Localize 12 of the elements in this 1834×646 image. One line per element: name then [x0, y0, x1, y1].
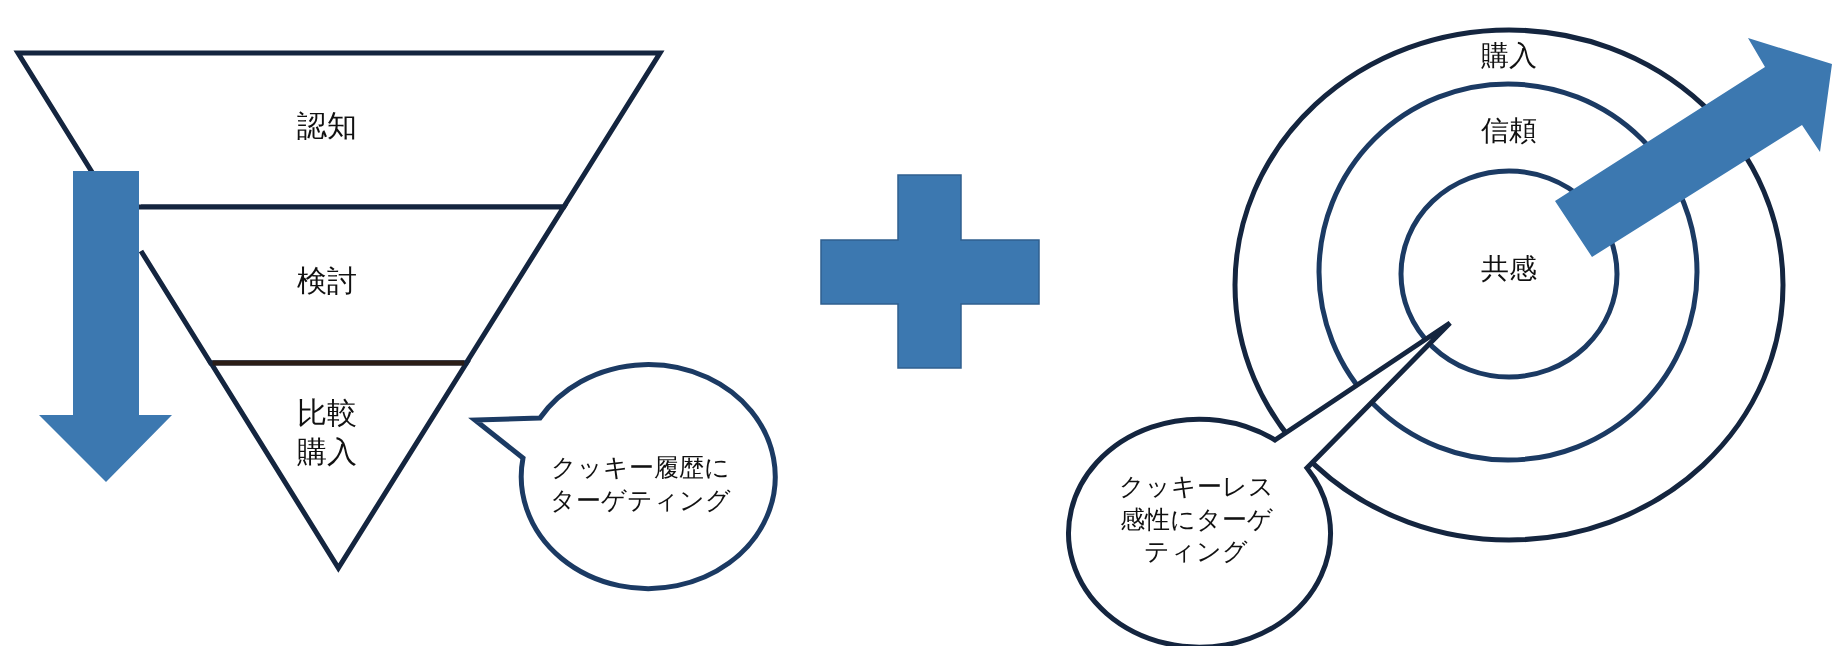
stage-label: 共感 — [1481, 250, 1537, 287]
target-ring — [1397, 167, 1621, 381]
stage-label: 信頼 — [1481, 112, 1537, 149]
stage-label: 比較購入 — [296, 394, 358, 471]
speech-bubble — [1064, 319, 1454, 646]
bubble-text: クッキーレス感性にターゲティング — [1117, 471, 1275, 569]
funnel-stage — [141, 203, 568, 367]
stage-label: 検討 — [297, 261, 357, 300]
stage-label: 購入 — [1481, 37, 1537, 74]
stage-label: 認知 — [297, 106, 357, 145]
funnel-stage — [14, 49, 664, 211]
funnel-stage — [206, 359, 471, 572]
